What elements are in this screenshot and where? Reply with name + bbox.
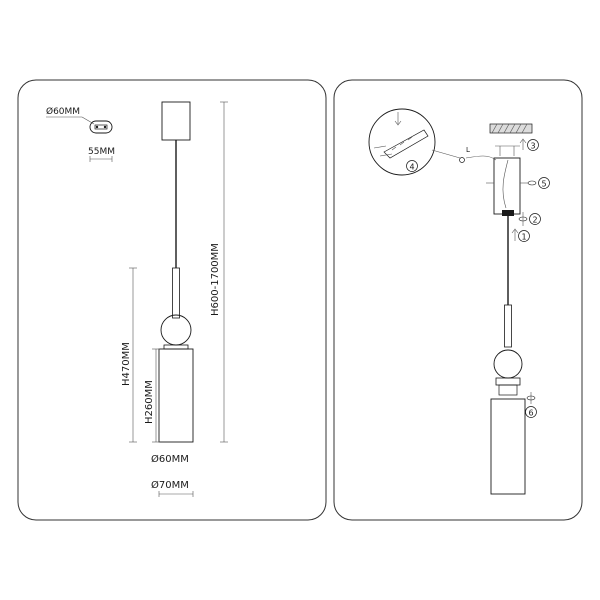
canopy-top-view: Ø60MM 55MM xyxy=(46,106,115,162)
canopy-cup xyxy=(493,157,521,215)
step-6-marker: 6 xyxy=(525,392,537,418)
canopy-bracket xyxy=(94,124,108,130)
ceiling-slab xyxy=(489,123,533,134)
assembly-glass-sphere xyxy=(493,349,523,379)
canopy-diameter-label: Ø60MM xyxy=(46,106,80,117)
step-5-rotate-arrow xyxy=(527,180,537,186)
dimension-total-height: H600-1700MM xyxy=(210,101,228,443)
canopy-wire xyxy=(502,159,509,209)
screwdriver-tip xyxy=(394,120,402,126)
ground-label: L xyxy=(466,146,470,154)
step-1-arrowhead xyxy=(511,228,519,234)
assembly-rod xyxy=(504,304,512,348)
step-6-rotate-arrow xyxy=(526,395,536,401)
wire-in-arrow-1 xyxy=(373,145,387,149)
detail-target-point xyxy=(459,157,465,163)
total-height-label: H600-1700MM xyxy=(210,243,221,316)
step-4-number: 4 xyxy=(409,163,414,172)
terminal-block xyxy=(383,129,429,159)
step-2-marker: 2 xyxy=(518,212,541,226)
detail-leader-line xyxy=(431,149,461,159)
shade-holder xyxy=(163,344,189,350)
pendant-lamp-side-view xyxy=(158,101,194,443)
shade-height-label: H260MM xyxy=(144,380,155,424)
step-3-arrowhead xyxy=(519,138,527,144)
cylinder-shade xyxy=(158,348,194,443)
wire-connector-detail: 4 L xyxy=(368,108,497,176)
dimension-shade-height: H260MM xyxy=(144,348,160,443)
dimension-lamp-height: H470MM xyxy=(121,267,137,443)
step-5-marker: 5 xyxy=(486,177,550,189)
step-3-marker: 3 xyxy=(519,138,539,151)
canopy-screw-hole-left xyxy=(95,125,99,129)
step-5-circle xyxy=(538,177,550,189)
assembly-shade-holder xyxy=(495,377,521,386)
terminal-screws xyxy=(391,136,413,151)
step-2-circle xyxy=(529,213,541,225)
step-1-circle xyxy=(518,230,530,242)
step-3-circle xyxy=(527,139,539,151)
assembly-bulb-socket xyxy=(498,384,518,396)
canopy-exploded xyxy=(493,157,521,216)
left-panel-frame xyxy=(17,79,327,521)
canopy-plate xyxy=(89,120,113,134)
step-1-marker: 1 xyxy=(511,228,530,242)
step-1-number: 1 xyxy=(521,233,526,242)
step-5-number: 5 xyxy=(541,180,546,189)
canopy xyxy=(161,101,191,141)
wire-in-arrow-2 xyxy=(379,153,393,157)
canopy-screw-hole-right xyxy=(103,125,107,129)
ceiling xyxy=(489,123,533,156)
supply-wire xyxy=(465,155,497,161)
ceiling-hatch xyxy=(491,123,528,134)
hole-spacing-label: 55MM xyxy=(88,147,115,157)
step-3-number: 3 xyxy=(530,142,535,151)
step-4-circle xyxy=(406,160,418,172)
assembly-cylinder-shade xyxy=(490,398,526,495)
glass-sphere xyxy=(160,314,192,346)
lamp-rod xyxy=(172,267,180,319)
step-6-circle xyxy=(525,406,537,418)
step-6-number: 6 xyxy=(528,409,533,418)
shade-diameter-label: Ø60MM xyxy=(151,453,189,465)
lamp-height-label: H470MM xyxy=(121,342,132,386)
right-panel-frame xyxy=(333,79,583,521)
cord-grip xyxy=(502,210,514,216)
detail-circle xyxy=(368,108,436,176)
pendant-lamp-assembly xyxy=(490,216,526,495)
step-2-number: 2 xyxy=(532,216,537,225)
base-diameter-label: Ø70MM xyxy=(151,479,189,491)
dimension-diameters: Ø60MM Ø70MM xyxy=(151,453,194,497)
